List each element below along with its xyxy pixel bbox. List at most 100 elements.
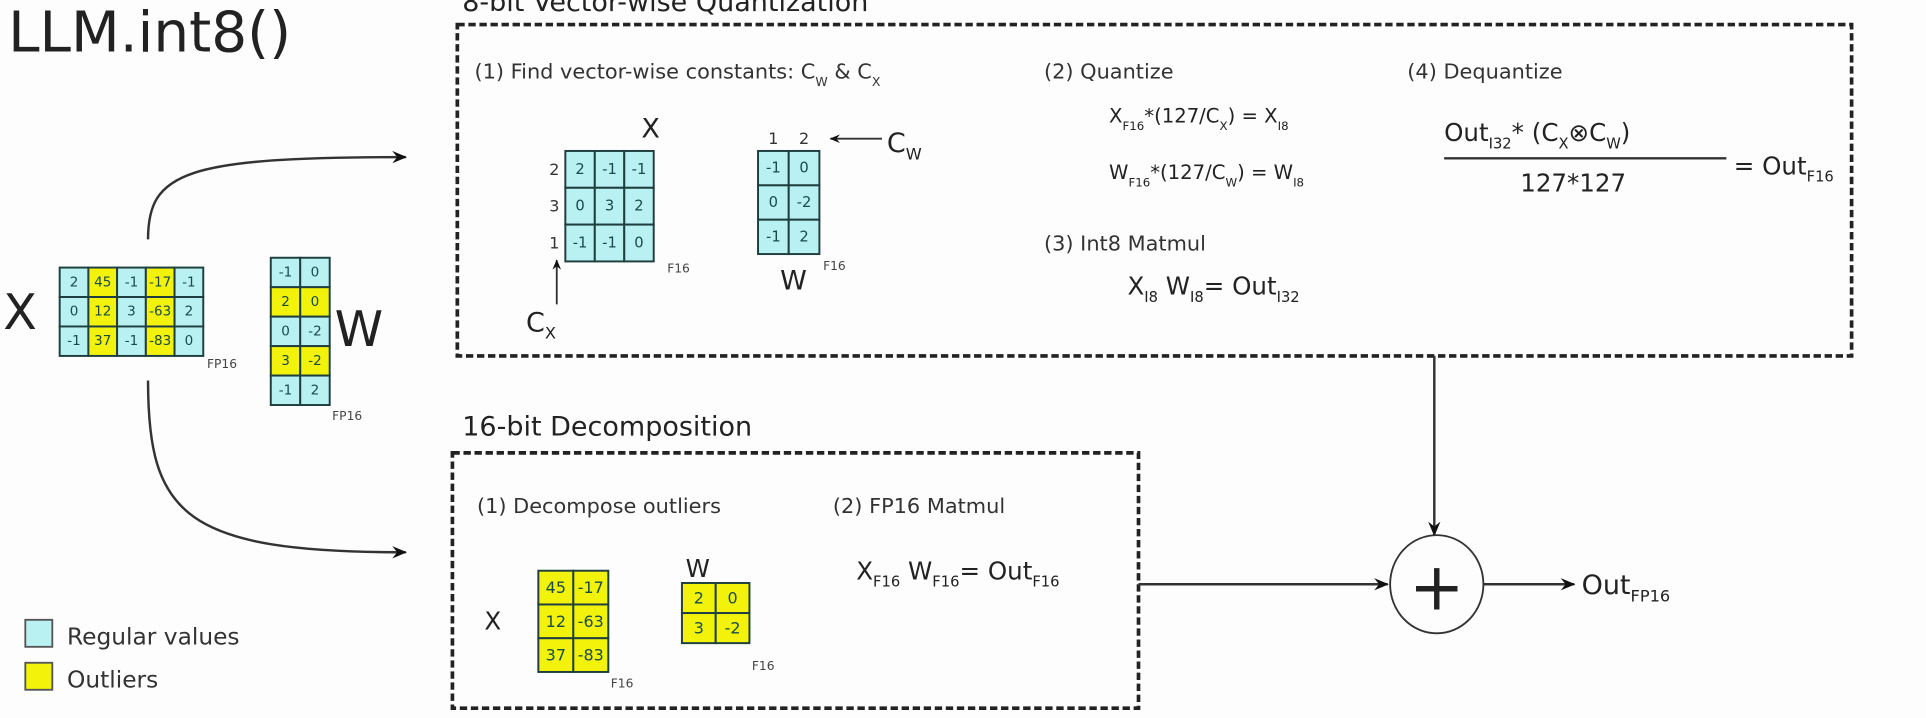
subscript: I8 <box>1293 176 1304 190</box>
fp16-matmul-equation: XF16 WF16= OutF16 <box>856 556 1059 590</box>
legend-label-outlier: Outliers <box>67 666 158 693</box>
input-x-label: X <box>3 283 37 341</box>
matrix-cell-value: 0 <box>70 304 79 320</box>
scale-constant: 1 <box>549 234 559 253</box>
cx-values: 231 <box>549 160 559 253</box>
matrix-cell-value: -2 <box>797 194 812 211</box>
quantize-x-equation: XF16*(127/CX) = XI8 <box>1109 105 1289 133</box>
equation-text: X <box>1109 105 1122 128</box>
equation-text: Out <box>1582 570 1631 601</box>
matrix-cell <box>757 218 790 256</box>
matrix-cell-value: -1 <box>766 160 781 177</box>
equation-text: ) <box>1621 118 1631 147</box>
matrix-cell-value: -2 <box>725 619 741 638</box>
matrix-cell-value: -2 <box>308 353 321 369</box>
quant-w-dtype: F16 <box>823 259 846 273</box>
dequant-denominator: 127*127 <box>1520 168 1626 197</box>
matrix-cell-value: -1 <box>182 274 195 290</box>
quant-x-dtype: F16 <box>667 261 690 275</box>
matrix-cell-value: -83 <box>578 646 604 665</box>
subscript: F16 <box>1123 119 1145 133</box>
matrix-cell-value: 2 <box>281 294 290 310</box>
quant-step4-label: (4) Dequantize <box>1407 60 1562 84</box>
matrix-cell-value: -1 <box>125 274 138 290</box>
matrix-cell <box>572 569 610 606</box>
quant-step1-label: (1) Find vector-wise constants: CW & CX <box>475 60 881 89</box>
equation-text: C <box>887 128 906 159</box>
matrix-cell <box>787 218 821 256</box>
quant-step3-label: (3) Int8 Matmul <box>1044 231 1206 255</box>
matrix-cell-value: 3 <box>127 304 136 320</box>
equation-text: ⊗C <box>1569 118 1607 147</box>
input-w-dtype: FP16 <box>332 409 362 423</box>
equation-text: = Out <box>1734 151 1807 180</box>
matrix-cell-value: 2 <box>185 304 194 320</box>
subscript: FP16 <box>1631 586 1671 605</box>
matrix-cell <box>299 374 331 407</box>
matrix-cell-value: 2 <box>70 274 79 290</box>
matrix-cell <box>173 325 205 357</box>
equation-text: X <box>856 556 873 585</box>
matrix-cell <box>87 325 119 357</box>
subscript: F16 <box>932 574 959 591</box>
equation-text: W <box>900 556 932 585</box>
subscript: F16 <box>1128 176 1150 190</box>
matrix-cell <box>299 286 331 318</box>
subscript: I32 <box>1277 289 1300 306</box>
subscript: W <box>906 145 922 164</box>
matrix-cell-value: -1 <box>125 333 138 349</box>
decomp-x-dtype: F16 <box>611 676 634 690</box>
quantization-heading: 8-bit Vector-wise Quantization <box>462 0 868 18</box>
matrix-cell-value: -1 <box>766 228 781 245</box>
equation-text: & C <box>828 60 872 84</box>
scale-constant: 3 <box>549 197 559 216</box>
input-x-dtype: FP16 <box>207 357 237 371</box>
scale-constant: 1 <box>768 129 778 148</box>
matrix-cell-value: -1 <box>67 333 80 349</box>
matrix-cell-value: -17 <box>578 578 604 597</box>
legend: Regular values Outliers <box>24 618 240 693</box>
matrix-cell <box>787 184 821 221</box>
subscript: X <box>1220 119 1228 133</box>
matrix-cell <box>593 149 626 189</box>
matrix-cell-value: -2 <box>308 323 321 339</box>
equation-text: C <box>526 307 545 338</box>
matrix-cell-value: 0 <box>634 235 643 252</box>
arrow-to-quantization <box>146 150 408 240</box>
subscript: F16 <box>1807 169 1834 186</box>
equation-text: = Out <box>960 556 1033 585</box>
matrix-cell-value: -63 <box>149 304 171 320</box>
matrix-cell-value: -1 <box>602 235 617 252</box>
legend-label-regular: Regular values <box>67 623 240 650</box>
matrix-cell <box>269 315 302 348</box>
matrix-cell <box>714 612 751 645</box>
matrix-cell-value: 0 <box>575 198 584 215</box>
quant-step2-label: (2) Quantize <box>1044 60 1174 84</box>
subscript: I8 <box>1278 119 1289 133</box>
matrix-cell-value: -83 <box>149 333 171 349</box>
equation-text: X <box>1127 272 1144 301</box>
subscript: W <box>1225 176 1237 190</box>
matrix-cell-value: 3 <box>694 619 704 638</box>
dequant-result: = OutF16 <box>1734 151 1834 185</box>
equation-text: Out <box>1444 118 1489 147</box>
matrix-cell-value: 0 <box>185 333 194 349</box>
cx-label: CX <box>526 307 556 342</box>
output-label: OutFP16 <box>1582 570 1671 605</box>
matrix-cell-value: 2 <box>311 382 320 398</box>
matrix-cell <box>116 296 147 328</box>
matrix-cell <box>173 296 205 328</box>
plus-icon: + <box>1409 548 1465 626</box>
matrix-cell <box>572 637 610 673</box>
equation-text: *(127/C <box>1150 161 1225 184</box>
quant-x-label: X <box>641 113 660 144</box>
subscript: I8 <box>1190 289 1204 306</box>
matrix-cell-value: -1 <box>279 264 292 280</box>
